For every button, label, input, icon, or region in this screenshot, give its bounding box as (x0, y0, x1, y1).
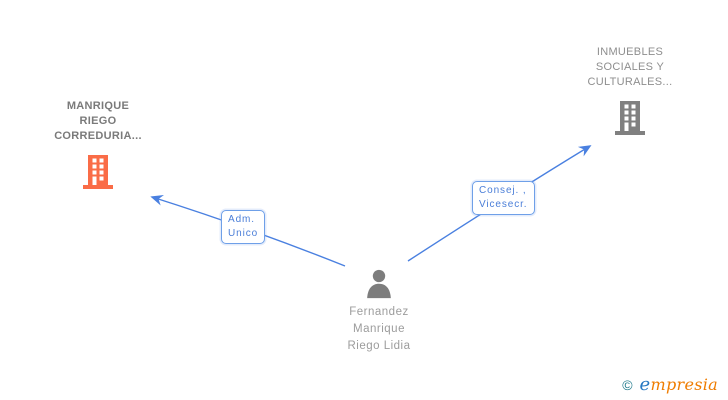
person-name-label: Fernandez Manrique Riego Lidia (347, 306, 411, 352)
brand-initial: e (639, 374, 651, 395)
building-icon (83, 155, 113, 189)
company-node-manrique-riego-correduria[interactable]: MANRIQUE RIEGO CORREDURIA... (20, 99, 176, 189)
building-icon (615, 101, 645, 135)
relation-label-adm-unico: Adm. Unico (221, 210, 266, 244)
person-node-fernandez-manrique[interactable]: Fernandez Manrique Riego Lidia (303, 268, 455, 355)
company-node-inmuebles-sociales[interactable]: INMUEBLES SOCIALES Y CULTURALES... (552, 45, 708, 135)
brand-rest: mpresia (650, 375, 718, 394)
relation-label-consej-vicesecr: Consej. , Vicesecr. (472, 181, 535, 215)
company-name-label: INMUEBLES SOCIALES Y CULTURALES... (587, 46, 673, 88)
person-icon (367, 269, 391, 299)
empresia-logo[interactable]: © empresia (622, 374, 718, 395)
brand-wordmark: empresia (640, 374, 718, 395)
copyright-icon: © (622, 377, 633, 393)
company-name-label: MANRIQUE RIEGO CORREDURIA... (54, 100, 142, 142)
